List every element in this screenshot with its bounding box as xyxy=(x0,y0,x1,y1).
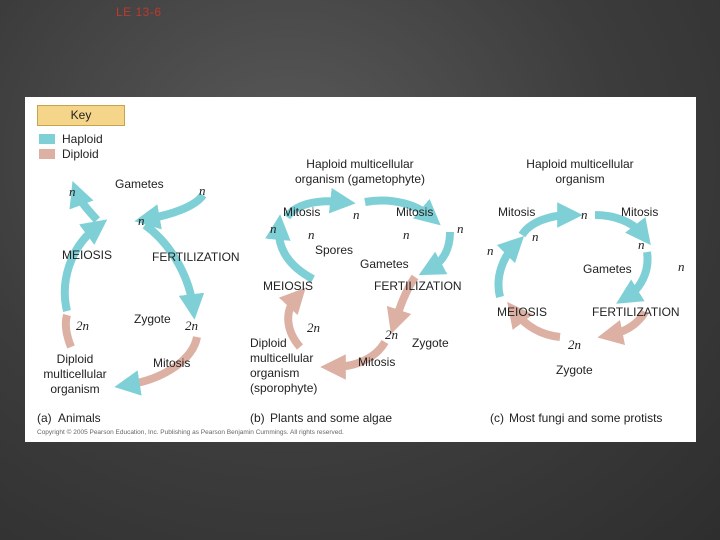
c-haploid-organism-label: Haploid multicellular organism xyxy=(526,157,634,186)
a-n-top-left: n xyxy=(69,184,76,199)
arrow-a-diploid-up xyxy=(61,313,75,349)
c-caption-letter: (c) xyxy=(490,411,504,425)
key-diploid-label: Diploid xyxy=(62,147,99,161)
c-n-right-outer: n xyxy=(678,259,685,274)
c-2n: 2n xyxy=(568,337,581,352)
c-mitosis-left-label: Mitosis xyxy=(498,205,536,219)
arrow-b-mitosis-bottom xyxy=(320,339,389,380)
b-diploid-organism-label: Diploid multicellular organism (sporophy… xyxy=(250,336,318,395)
arrow-c-gametes xyxy=(616,251,652,304)
c-meiosis-label: MEIOSIS xyxy=(497,305,548,319)
a-zygote-label: Zygote xyxy=(134,312,171,326)
arrow-a-meiosis xyxy=(60,219,108,312)
b-n-right-inner: n xyxy=(403,227,410,242)
c-fertilization-label: FERTILIZATION xyxy=(592,305,680,319)
b-n-right-outer: n xyxy=(457,221,464,236)
a-caption: Animals xyxy=(58,411,101,425)
b-2n-left: 2n xyxy=(307,320,320,335)
b-mitosis-right-label: Mitosis xyxy=(396,205,434,219)
b-caption: Plants and some algae xyxy=(270,411,393,425)
arrow-c-mitosis-left xyxy=(518,202,583,238)
c-n-left: n xyxy=(487,243,494,258)
c-zygote-label: Zygote xyxy=(556,363,593,377)
arrow-a-gametes-right xyxy=(134,192,207,230)
b-2n-zygote: 2n xyxy=(385,327,398,342)
c-mitosis-right-label: Mitosis xyxy=(621,205,659,219)
arrow-b-mitosis-right xyxy=(364,196,441,226)
a-caption-letter: (a) xyxy=(37,411,52,425)
b-zygote-label: Zygote xyxy=(412,336,449,350)
b-n-left-inner: n xyxy=(308,227,315,242)
a-n-mid: n xyxy=(138,213,145,228)
b-gametes-label: Gametes xyxy=(360,257,409,271)
c-n-inner: n xyxy=(532,229,539,244)
arrow-a-to-n-left xyxy=(69,181,100,223)
b-caption-letter: (b) xyxy=(250,411,265,425)
a-2n-left: 2n xyxy=(76,318,89,333)
arrow-b-fertilization xyxy=(386,274,419,335)
c-gametes-label: Gametes xyxy=(583,262,632,276)
key-haploid-label: Haploid xyxy=(62,132,103,146)
key-title: Key xyxy=(37,105,125,126)
arrow-c-meiosis-up xyxy=(494,235,525,298)
c-n-top: n xyxy=(581,207,588,222)
b-haploid-organism-label: Haploid multicellular organism (gametoph… xyxy=(294,157,426,186)
copyright-notice: Copyright © 2005 Pearson Education, Inc.… xyxy=(37,429,344,436)
arrow-c-meiosis xyxy=(507,301,561,341)
c-caption: Most fungi and some protists xyxy=(509,411,663,425)
life-cycle-arrows xyxy=(60,181,652,396)
a-mitosis-label: Mitosis xyxy=(153,356,191,370)
b-fertilization-label: FERTILIZATION xyxy=(374,279,462,293)
diploid-swatch xyxy=(39,149,55,159)
b-n-left-outer: n xyxy=(270,221,277,236)
a-meiosis-label: MEIOSIS xyxy=(62,248,113,262)
a-2n-zygote: 2n xyxy=(185,318,198,333)
arrow-b-mitosis-left xyxy=(283,187,356,220)
b-mitosis-label: Mitosis xyxy=(358,355,396,369)
arrow-a-fertilization xyxy=(142,221,205,320)
life-cycle-figure: Key Haploid Diploid n Gametes n n MEIOSI… xyxy=(25,97,696,442)
b-n-top: n xyxy=(353,207,360,222)
b-spores-label: Spores xyxy=(315,243,354,257)
arrow-c-mitosis-right xyxy=(594,211,651,246)
slide-title: LE 13-6 xyxy=(116,5,162,19)
haploid-swatch xyxy=(39,134,55,144)
b-mitosis-left-label: Mitosis xyxy=(283,205,321,219)
b-meiosis-label: MEIOSIS xyxy=(263,279,314,293)
arrow-b-meiosis xyxy=(278,287,306,350)
arrow-c-fertilization xyxy=(597,309,649,346)
c-n-right: n xyxy=(638,237,645,252)
arrow-b-spores xyxy=(265,214,315,283)
a-gametes-label: Gametes xyxy=(115,177,164,191)
a-fertilization-label: FERTILIZATION xyxy=(152,250,240,264)
a-n-top-right: n xyxy=(199,183,206,198)
arrow-b-gametes xyxy=(418,231,454,276)
arrow-a-mitosis xyxy=(114,335,201,396)
a-diploid-organism-label: Diploid multicellular organism xyxy=(43,352,107,396)
